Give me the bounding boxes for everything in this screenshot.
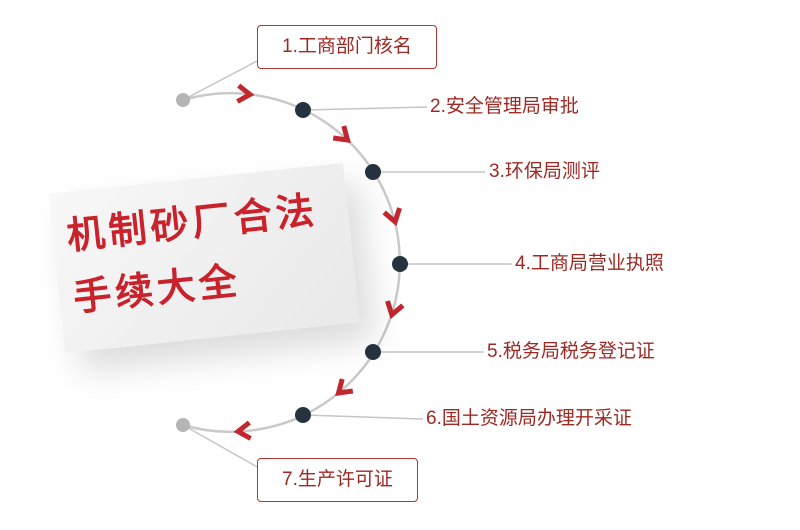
- connector-line-step6: [304, 414, 424, 420]
- node-dot-step5: [365, 344, 381, 360]
- connector-line-step1: [182, 59, 260, 101]
- start-dot: [176, 93, 190, 107]
- node-dot-step6: [295, 407, 311, 423]
- step-label-3: 3.环保局测评: [489, 161, 600, 182]
- step-label-1: 1.工商部门核名: [257, 25, 437, 69]
- step-label-7: 7.生产许可证: [257, 458, 418, 502]
- step-label-6: 6.国土资源局办理开采证: [426, 408, 632, 429]
- chevron-icon-2: [332, 125, 351, 143]
- end-dot: [176, 418, 190, 432]
- node-dot-step3: [365, 164, 381, 180]
- step-label-2: 2.安全管理局审批: [430, 96, 579, 117]
- title-card: 机制砂厂合法 手续大全: [48, 162, 360, 354]
- chevron-icon-1: [236, 83, 255, 104]
- chevron-icon-3: [382, 207, 402, 227]
- connector-line-step2: [304, 106, 428, 111]
- node-dot-step2: [295, 102, 311, 118]
- page-title-line2: 手续大全: [71, 260, 243, 320]
- chevron-icon-5: [335, 378, 354, 396]
- step-label-4: 4.工商局营业执照: [515, 253, 664, 274]
- page-title-line1: 机制砂厂合法: [64, 189, 320, 259]
- chevron-icon-4: [385, 300, 405, 320]
- step-label-5: 5.税务局税务登记证: [487, 341, 655, 362]
- node-dot-step4: [392, 256, 408, 272]
- chevron-icon-6: [233, 420, 252, 441]
- connector-line-step7: [182, 424, 260, 469]
